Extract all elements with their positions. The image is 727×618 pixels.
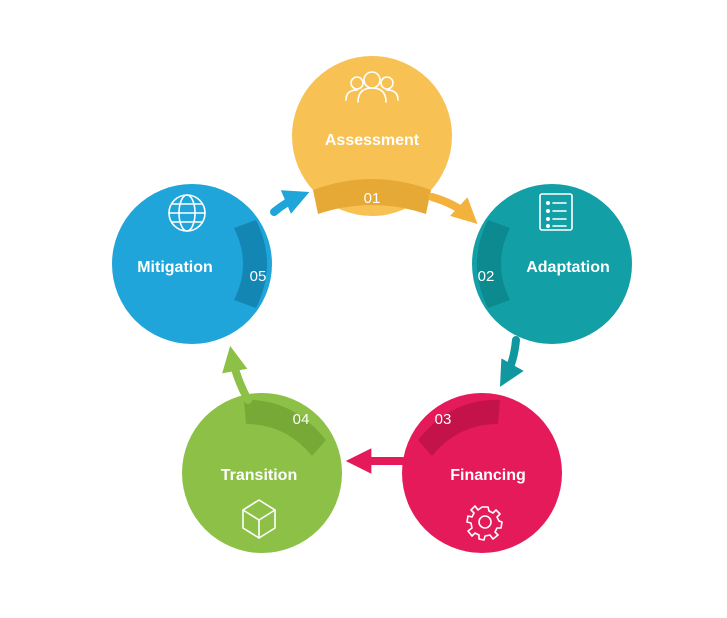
stage-adaptation[interactable]: Adaptation 02 [472, 184, 632, 344]
stage-mitigation[interactable]: Mitigation 05 [112, 184, 272, 344]
people-icon [345, 71, 399, 103]
stage-assessment-band [313, 179, 431, 214]
stage-mitigation-circle [112, 184, 272, 344]
stage-financing-band [418, 399, 500, 456]
arrow-adaptation-to-financing [499, 336, 524, 387]
stage-transition-band [244, 399, 326, 456]
stage-adaptation-number: 02 [478, 268, 495, 285]
stage-assessment[interactable]: Assessment 01 [292, 56, 452, 216]
arrow-transition-to-mitigation [222, 345, 252, 404]
stage-transition-label: Transition [221, 467, 297, 484]
gear-icon [466, 505, 503, 541]
stage-transition[interactable]: Transition 04 [182, 393, 342, 553]
cube-icon [242, 499, 276, 539]
stage-adaptation-label: Adaptation [526, 259, 610, 276]
stage-mitigation-band [234, 220, 267, 308]
globe-icon [168, 194, 206, 232]
stage-assessment-number: 01 [364, 190, 381, 207]
stage-mitigation-label: Mitigation [137, 259, 213, 276]
stage-financing[interactable]: Financing 03 [402, 393, 562, 553]
stage-assessment-label: Assessment [325, 132, 420, 149]
stage-mitigation-number: 05 [250, 268, 267, 285]
stage-financing-label: Financing [450, 467, 526, 484]
checklist-icon [539, 193, 573, 231]
stage-transition-number: 04 [293, 411, 310, 428]
stage-adaptation-circle [472, 184, 632, 344]
arrow-assessment-to-adaptation [428, 193, 478, 224]
stage-financing-number: 03 [435, 411, 452, 428]
stage-adaptation-band [477, 220, 510, 308]
arrow-mitigation-to-assessment [270, 190, 310, 216]
stage-assessment-circle [292, 56, 452, 216]
